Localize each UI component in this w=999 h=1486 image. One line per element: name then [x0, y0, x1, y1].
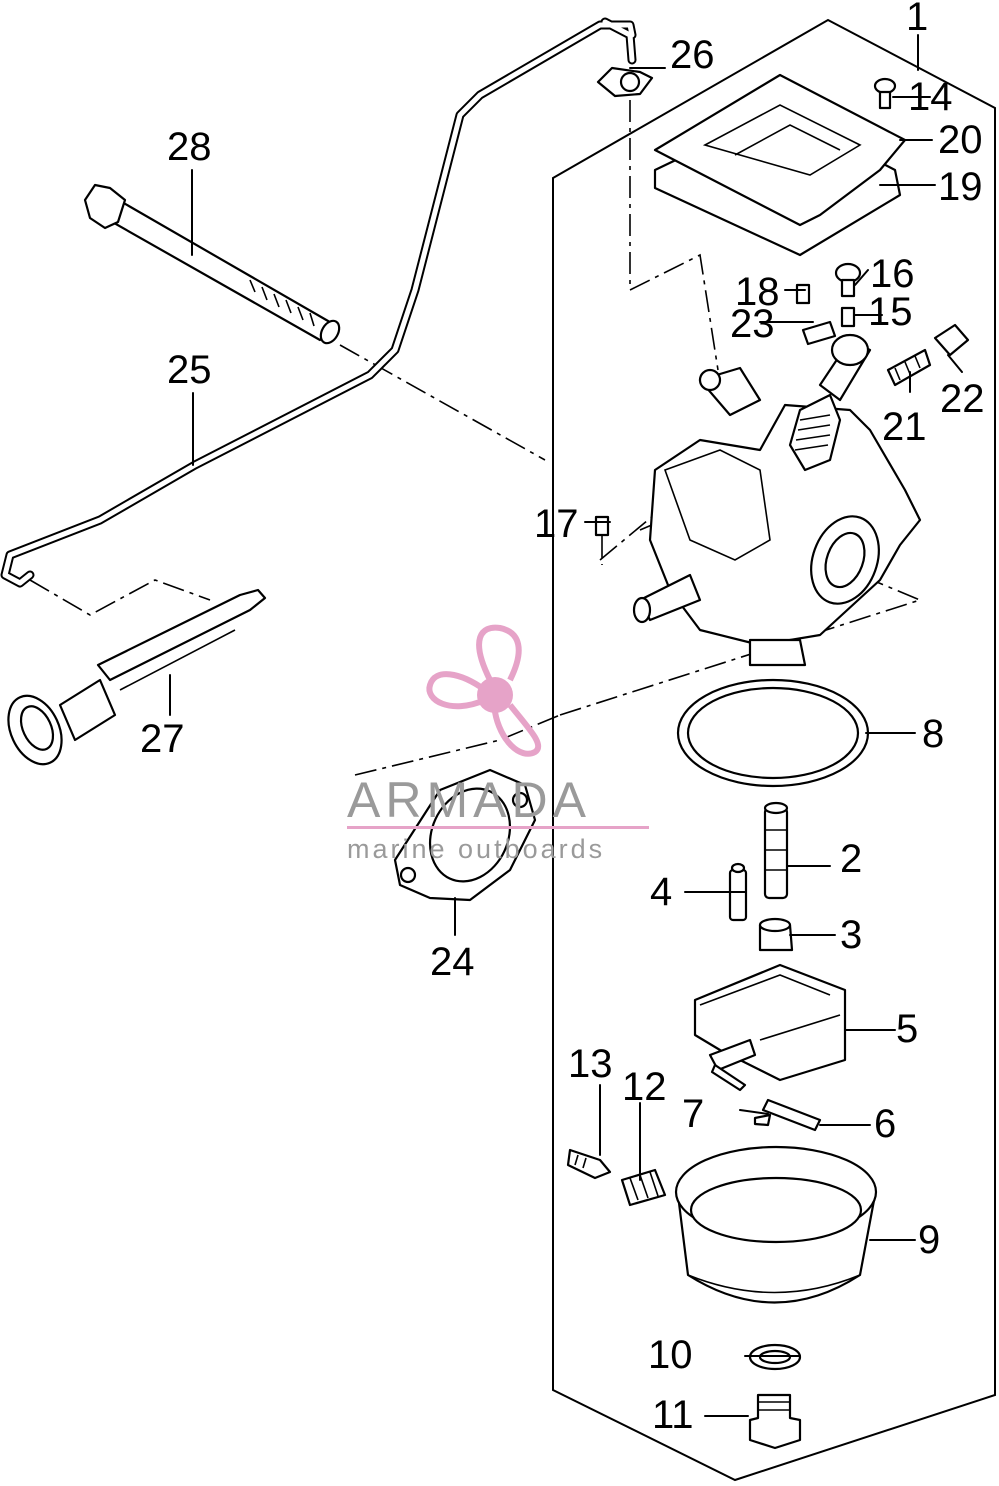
part-label-4: 4 [650, 870, 672, 914]
propeller-icon [426, 624, 542, 757]
float [693, 963, 847, 1092]
part-label-26: 26 [670, 33, 715, 77]
pilot-screw [566, 1148, 612, 1180]
part-label-1: 1 [906, 0, 928, 39]
drain-screw [748, 1393, 802, 1450]
part-label-25: 25 [167, 348, 212, 392]
part-label-18: 18 [735, 270, 780, 314]
part-label-9: 9 [918, 1218, 940, 1262]
part-numbers: 1 2 3 4 5 6 7 8 9 10 11 12 13 14 15 16 1… [140, 0, 985, 1437]
top-gasket [653, 73, 907, 257]
part-label-21: 21 [882, 405, 927, 449]
part-label-6: 6 [874, 1102, 896, 1146]
brand-watermark: ARMADA marine outboards [347, 624, 649, 864]
part-label-27: 27 [140, 717, 185, 761]
insulator-gasket [393, 768, 537, 902]
pilot-jet [728, 862, 748, 922]
label-leaders [169, 34, 963, 1417]
part-label-28: 28 [167, 125, 212, 169]
part-label-22: 22 [940, 377, 985, 421]
part-label-15: 15 [868, 290, 913, 334]
brand-underline [347, 826, 649, 829]
part-label-12: 12 [622, 1065, 667, 1109]
part-label-5: 5 [896, 1007, 918, 1051]
part-label-20: 20 [938, 118, 983, 162]
assembly-frame [552, 18, 996, 1482]
part-label-24: 24 [430, 940, 475, 984]
part-label-8: 8 [922, 712, 944, 756]
needle-valve [753, 1113, 772, 1127]
brand-name: ARMADA [347, 772, 591, 828]
part-label-14: 14 [908, 75, 953, 119]
part-label-13: 13 [568, 1042, 613, 1086]
choke-knob [7, 588, 267, 766]
float-bowl [674, 1145, 878, 1304]
pilot-screw-spring [620, 1168, 667, 1207]
o-ring [676, 678, 870, 788]
main-jet [758, 917, 794, 952]
main-nozzle [763, 801, 789, 900]
float-pin [761, 1098, 822, 1132]
part-label-2: 2 [840, 837, 862, 881]
part-label-16: 16 [870, 252, 915, 296]
brand-tagline: marine outboards [347, 834, 605, 864]
small-hardware [594, 77, 970, 537]
part-label-10: 10 [648, 1333, 693, 1377]
part-label-3: 3 [840, 913, 862, 957]
part-label-7: 7 [682, 1092, 704, 1136]
part-label-23: 23 [730, 302, 775, 346]
part-label-19: 19 [938, 165, 983, 209]
part-label-17: 17 [534, 502, 579, 546]
long-bolt [83, 183, 341, 345]
choke-rod [0, 17, 637, 588]
carburetor-body [632, 333, 922, 667]
rod-clip [596, 66, 654, 98]
part-label-11: 11 [652, 1393, 694, 1437]
